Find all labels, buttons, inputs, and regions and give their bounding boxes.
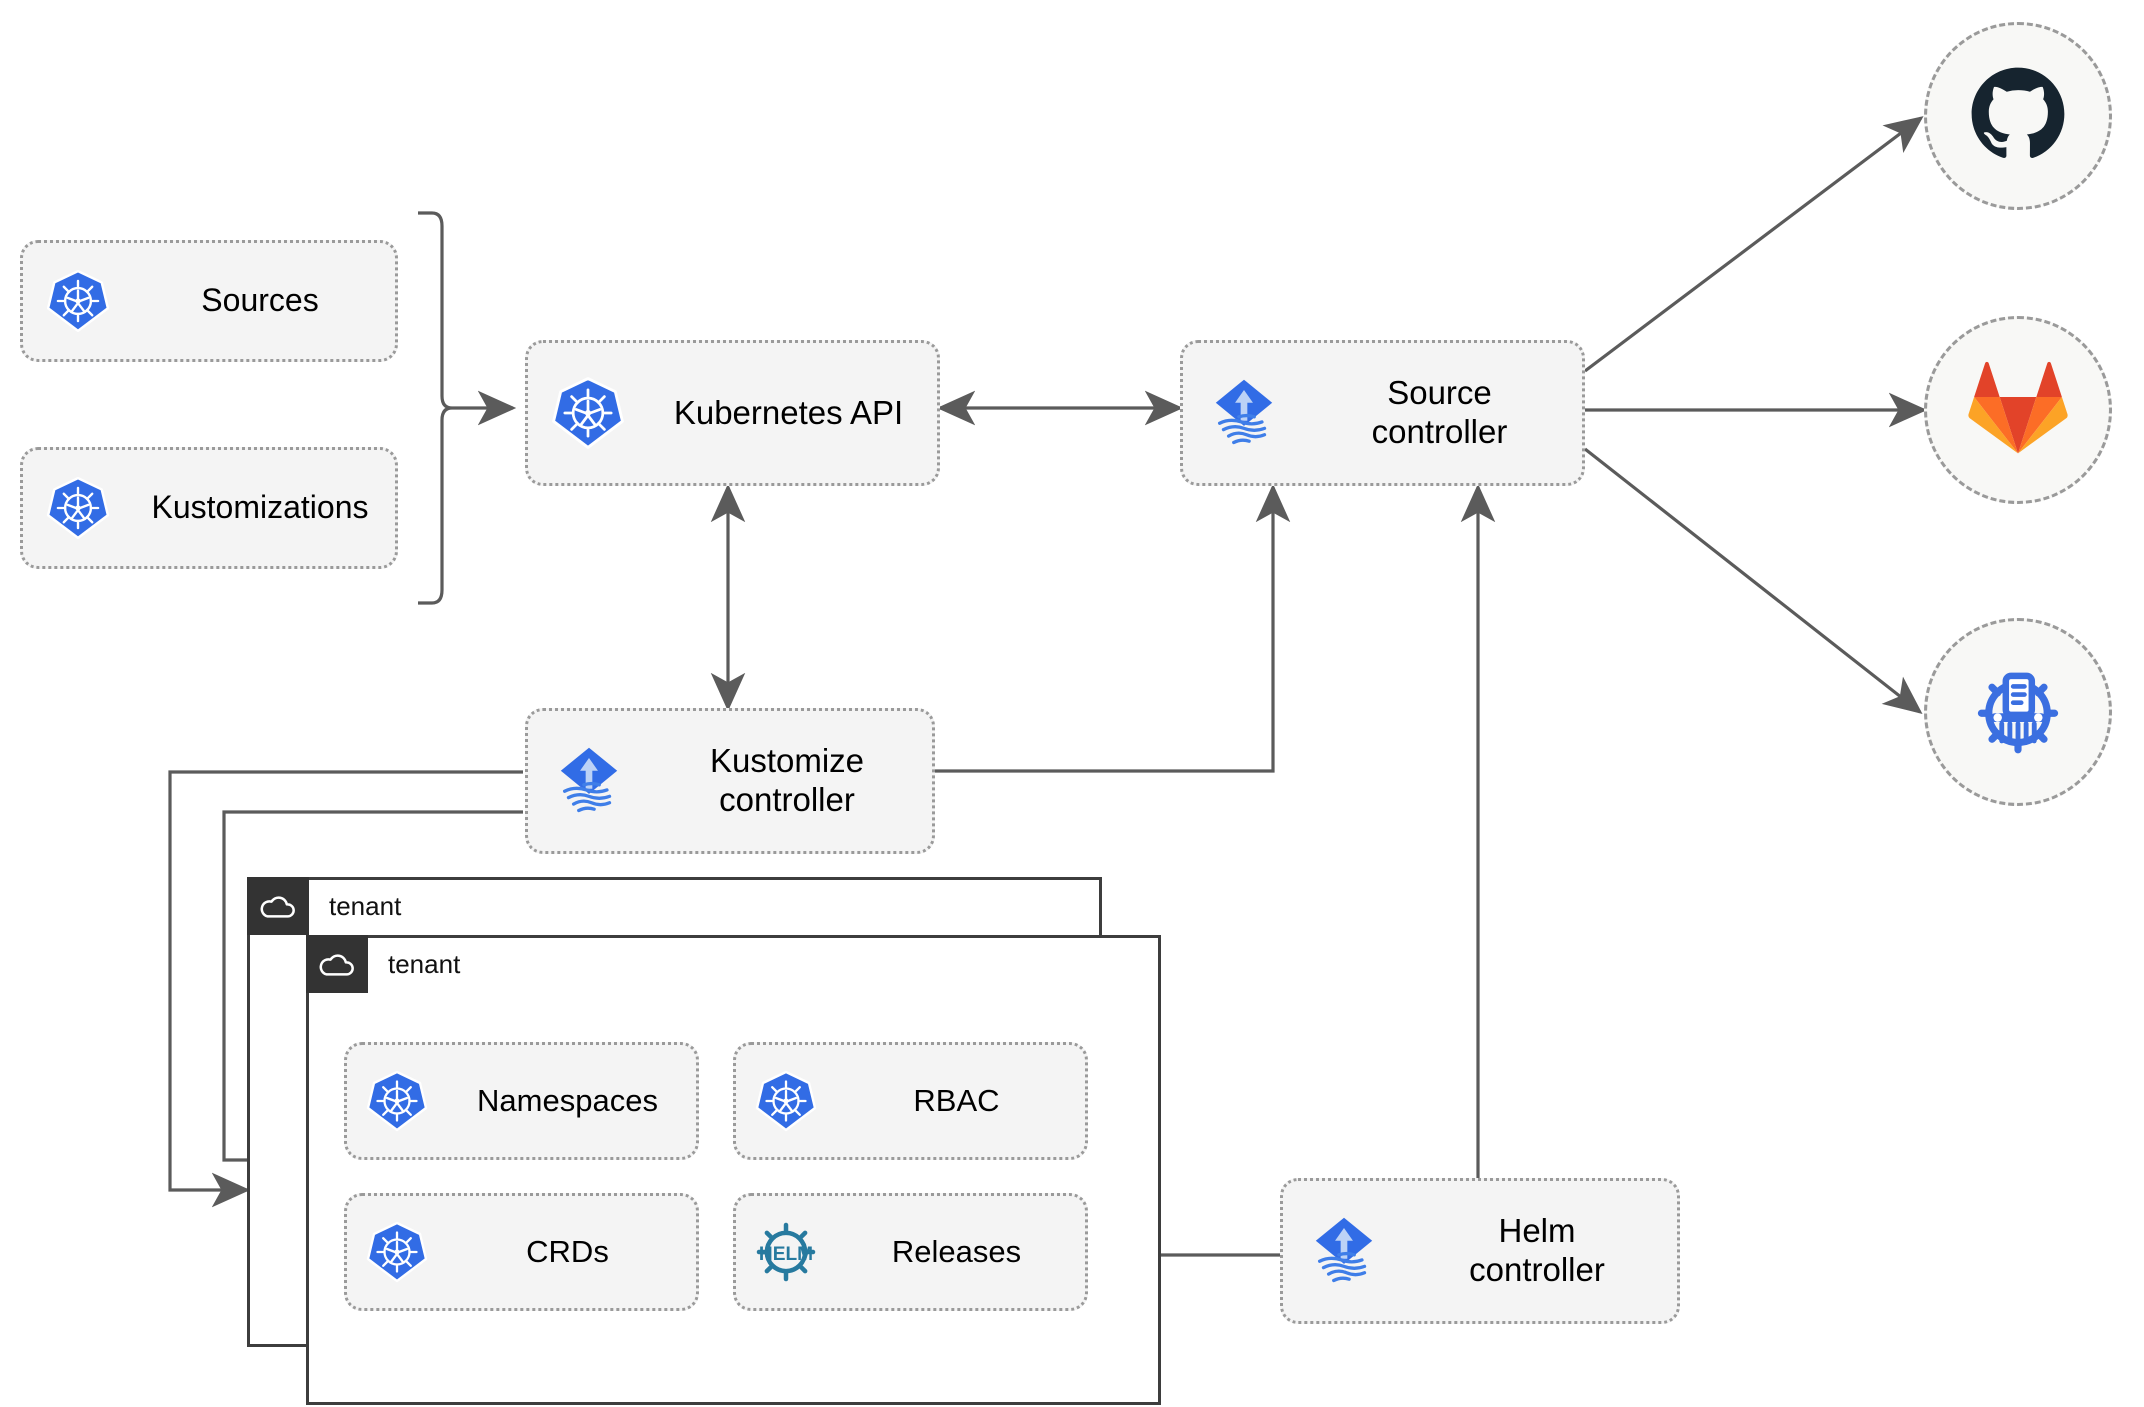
node-label: RBAC bbox=[913, 1082, 1000, 1118]
node-rbac[interactable]: RBAC bbox=[733, 1042, 1088, 1160]
node-label: Kustomizations bbox=[151, 489, 369, 526]
tenant-label: tenant bbox=[388, 948, 461, 979]
node-namespaces[interactable]: Namespaces bbox=[344, 1042, 699, 1160]
node-label: Sources bbox=[201, 282, 319, 319]
helm-wordmark: HELM bbox=[759, 1244, 813, 1265]
node-crds[interactable]: CRDs bbox=[344, 1193, 699, 1311]
tenant-inner-container: tenant bbox=[306, 935, 1161, 1405]
node-kustomizations[interactable]: Kustomizations bbox=[20, 447, 398, 569]
gitlab-icon bbox=[1968, 360, 2068, 460]
node-label: CRDs bbox=[526, 1233, 609, 1269]
flux-icon bbox=[1283, 1190, 1405, 1312]
node-sources[interactable]: Sources bbox=[20, 240, 398, 362]
tenant-outer-header: tenant bbox=[247, 877, 401, 935]
repo-helm-repository[interactable] bbox=[1924, 618, 2112, 806]
kubernetes-icon bbox=[347, 1051, 447, 1151]
helm-repository-icon bbox=[1966, 658, 2070, 767]
tenant-label: tenant bbox=[329, 890, 402, 921]
node-label: Source controller bbox=[1371, 374, 1508, 450]
node-label: Helm controller bbox=[1469, 1212, 1605, 1288]
flux-icon bbox=[1183, 352, 1305, 474]
node-helm-controller[interactable]: Helm controller bbox=[1280, 1178, 1680, 1324]
kubernetes-icon bbox=[347, 1202, 447, 1302]
node-source-controller[interactable]: Source controller bbox=[1180, 340, 1585, 486]
kubernetes-icon bbox=[736, 1051, 836, 1151]
cloud-icon bbox=[247, 877, 309, 935]
kubernetes-icon bbox=[528, 353, 648, 473]
edge-source-to-github bbox=[1584, 116, 1924, 373]
helm-icon: HELM bbox=[736, 1202, 836, 1302]
edge-source-to-helm-repo bbox=[1584, 447, 1923, 714]
repo-github[interactable] bbox=[1924, 22, 2112, 210]
kubernetes-icon bbox=[23, 453, 133, 563]
github-icon bbox=[1966, 62, 2070, 171]
node-label: Kustomize controller bbox=[709, 742, 865, 818]
repo-gitlab[interactable] bbox=[1924, 316, 2112, 504]
tenant-inner-header: tenant bbox=[306, 935, 460, 993]
node-releases[interactable]: HELM Releases bbox=[733, 1193, 1088, 1311]
node-label: Kubernetes API bbox=[673, 393, 904, 431]
edge-kustomize-to-source bbox=[934, 483, 1291, 773]
node-kustomize-controller[interactable]: Kustomize controller bbox=[525, 708, 935, 854]
kubernetes-icon bbox=[23, 246, 133, 356]
cloud-icon bbox=[306, 935, 368, 993]
node-kubernetes-api[interactable]: Kubernetes API bbox=[525, 340, 940, 486]
node-label: Releases bbox=[891, 1233, 1022, 1269]
flux-icon bbox=[528, 720, 650, 842]
node-label: Namespaces bbox=[477, 1082, 658, 1118]
group-bracket bbox=[418, 211, 453, 605]
